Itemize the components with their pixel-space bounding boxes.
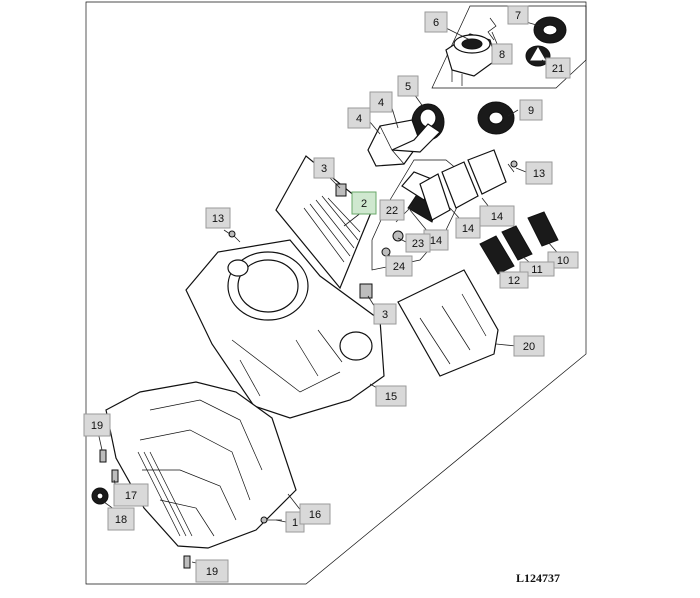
callout-15: 15	[375, 385, 407, 407]
callout-label: 5	[405, 81, 411, 93]
screw-part-right	[507, 160, 518, 173]
callout-7: 7	[507, 5, 529, 25]
callout-label: 18	[115, 514, 127, 526]
callout-21: 21	[545, 57, 571, 79]
callout-label: 15	[385, 391, 397, 403]
callout-10: 10	[547, 251, 579, 269]
screw-part-left	[228, 230, 241, 243]
callout-23: 23	[405, 233, 431, 253]
rocker-switch-parts	[419, 149, 507, 221]
callout-19-lower: 19	[195, 559, 229, 583]
callout-label: 1	[292, 517, 298, 529]
callout-13-left: 13	[205, 207, 231, 229]
callout-8: 8	[491, 43, 513, 65]
bracket-part	[397, 269, 499, 377]
callout-4-upper: 4	[369, 91, 393, 113]
rotary-knob-part	[477, 101, 515, 135]
inset-boundary-top	[431, 5, 587, 89]
callout-22: 22	[379, 199, 405, 221]
callout-label: 4	[378, 97, 384, 109]
callout-label: 11	[531, 264, 542, 276]
callout-label: 10	[557, 255, 569, 267]
callout-19-upper: 19	[83, 413, 111, 437]
instrument-housing-part	[185, 239, 385, 419]
bulb-holder-part	[91, 487, 109, 505]
callout-18: 18	[107, 507, 135, 531]
callout-2: 2	[351, 191, 377, 215]
callout-16: 16	[299, 503, 331, 525]
switch-cap-parts	[479, 211, 559, 275]
callout-label: 22	[386, 205, 398, 217]
callout-12: 12	[499, 271, 529, 289]
callout-24: 24	[385, 255, 413, 277]
callout-label: 16	[309, 509, 321, 521]
callout-17: 17	[113, 483, 149, 507]
callout-label: 4	[356, 113, 362, 125]
callout-3-lower: 3	[373, 303, 397, 325]
callout-label: 7	[515, 10, 521, 22]
callout-label: 8	[499, 49, 505, 61]
callout-label: 13	[533, 168, 545, 180]
callout-label: 24	[393, 261, 405, 273]
callout-label: 20	[523, 341, 535, 353]
hazard-knob-part	[525, 45, 551, 67]
callout-label: 9	[528, 105, 534, 117]
callout-label: 12	[508, 275, 520, 287]
callout-3-upper: 3	[313, 157, 335, 179]
spring-pin-part	[487, 17, 497, 41]
screw-part-board	[260, 516, 282, 524]
callout-label: 2	[361, 198, 367, 210]
knob-part	[533, 16, 567, 44]
callout-label: 13	[212, 213, 224, 225]
diagram-reference-number: L124737	[516, 571, 560, 585]
clip-part-upper	[335, 183, 347, 197]
clip-part-lower	[359, 283, 373, 299]
switch-housing-part	[367, 119, 441, 167]
callout-label: 6	[433, 17, 439, 29]
callout-label: 19	[206, 566, 218, 578]
printed-circuit-board-part	[105, 381, 297, 549]
callout-4-lower: 4	[347, 107, 371, 129]
callout-14-c: 14	[479, 205, 515, 227]
callout-label: 17	[125, 490, 137, 502]
callout-label: 14	[491, 211, 503, 223]
callout-label: 14	[430, 235, 442, 247]
switch-body-part	[445, 33, 497, 86]
callout-5: 5	[397, 75, 419, 97]
bulb-part-bottom	[183, 555, 191, 569]
callout-label: 23	[412, 238, 424, 250]
callout-label: 3	[382, 309, 388, 321]
diagram-boundary	[85, 1, 587, 585]
callout-label: 3	[321, 163, 327, 175]
callout-9: 9	[519, 99, 543, 121]
bulb-part-left	[99, 449, 119, 483]
callout-label: 14	[462, 223, 474, 235]
callout-13-right: 13	[525, 161, 553, 185]
callout-label: 21	[552, 63, 564, 75]
callout-14-b: 14	[455, 217, 481, 239]
callout-label: 19	[91, 420, 103, 432]
callout-20: 20	[513, 335, 545, 357]
callout-6: 6	[424, 11, 448, 33]
